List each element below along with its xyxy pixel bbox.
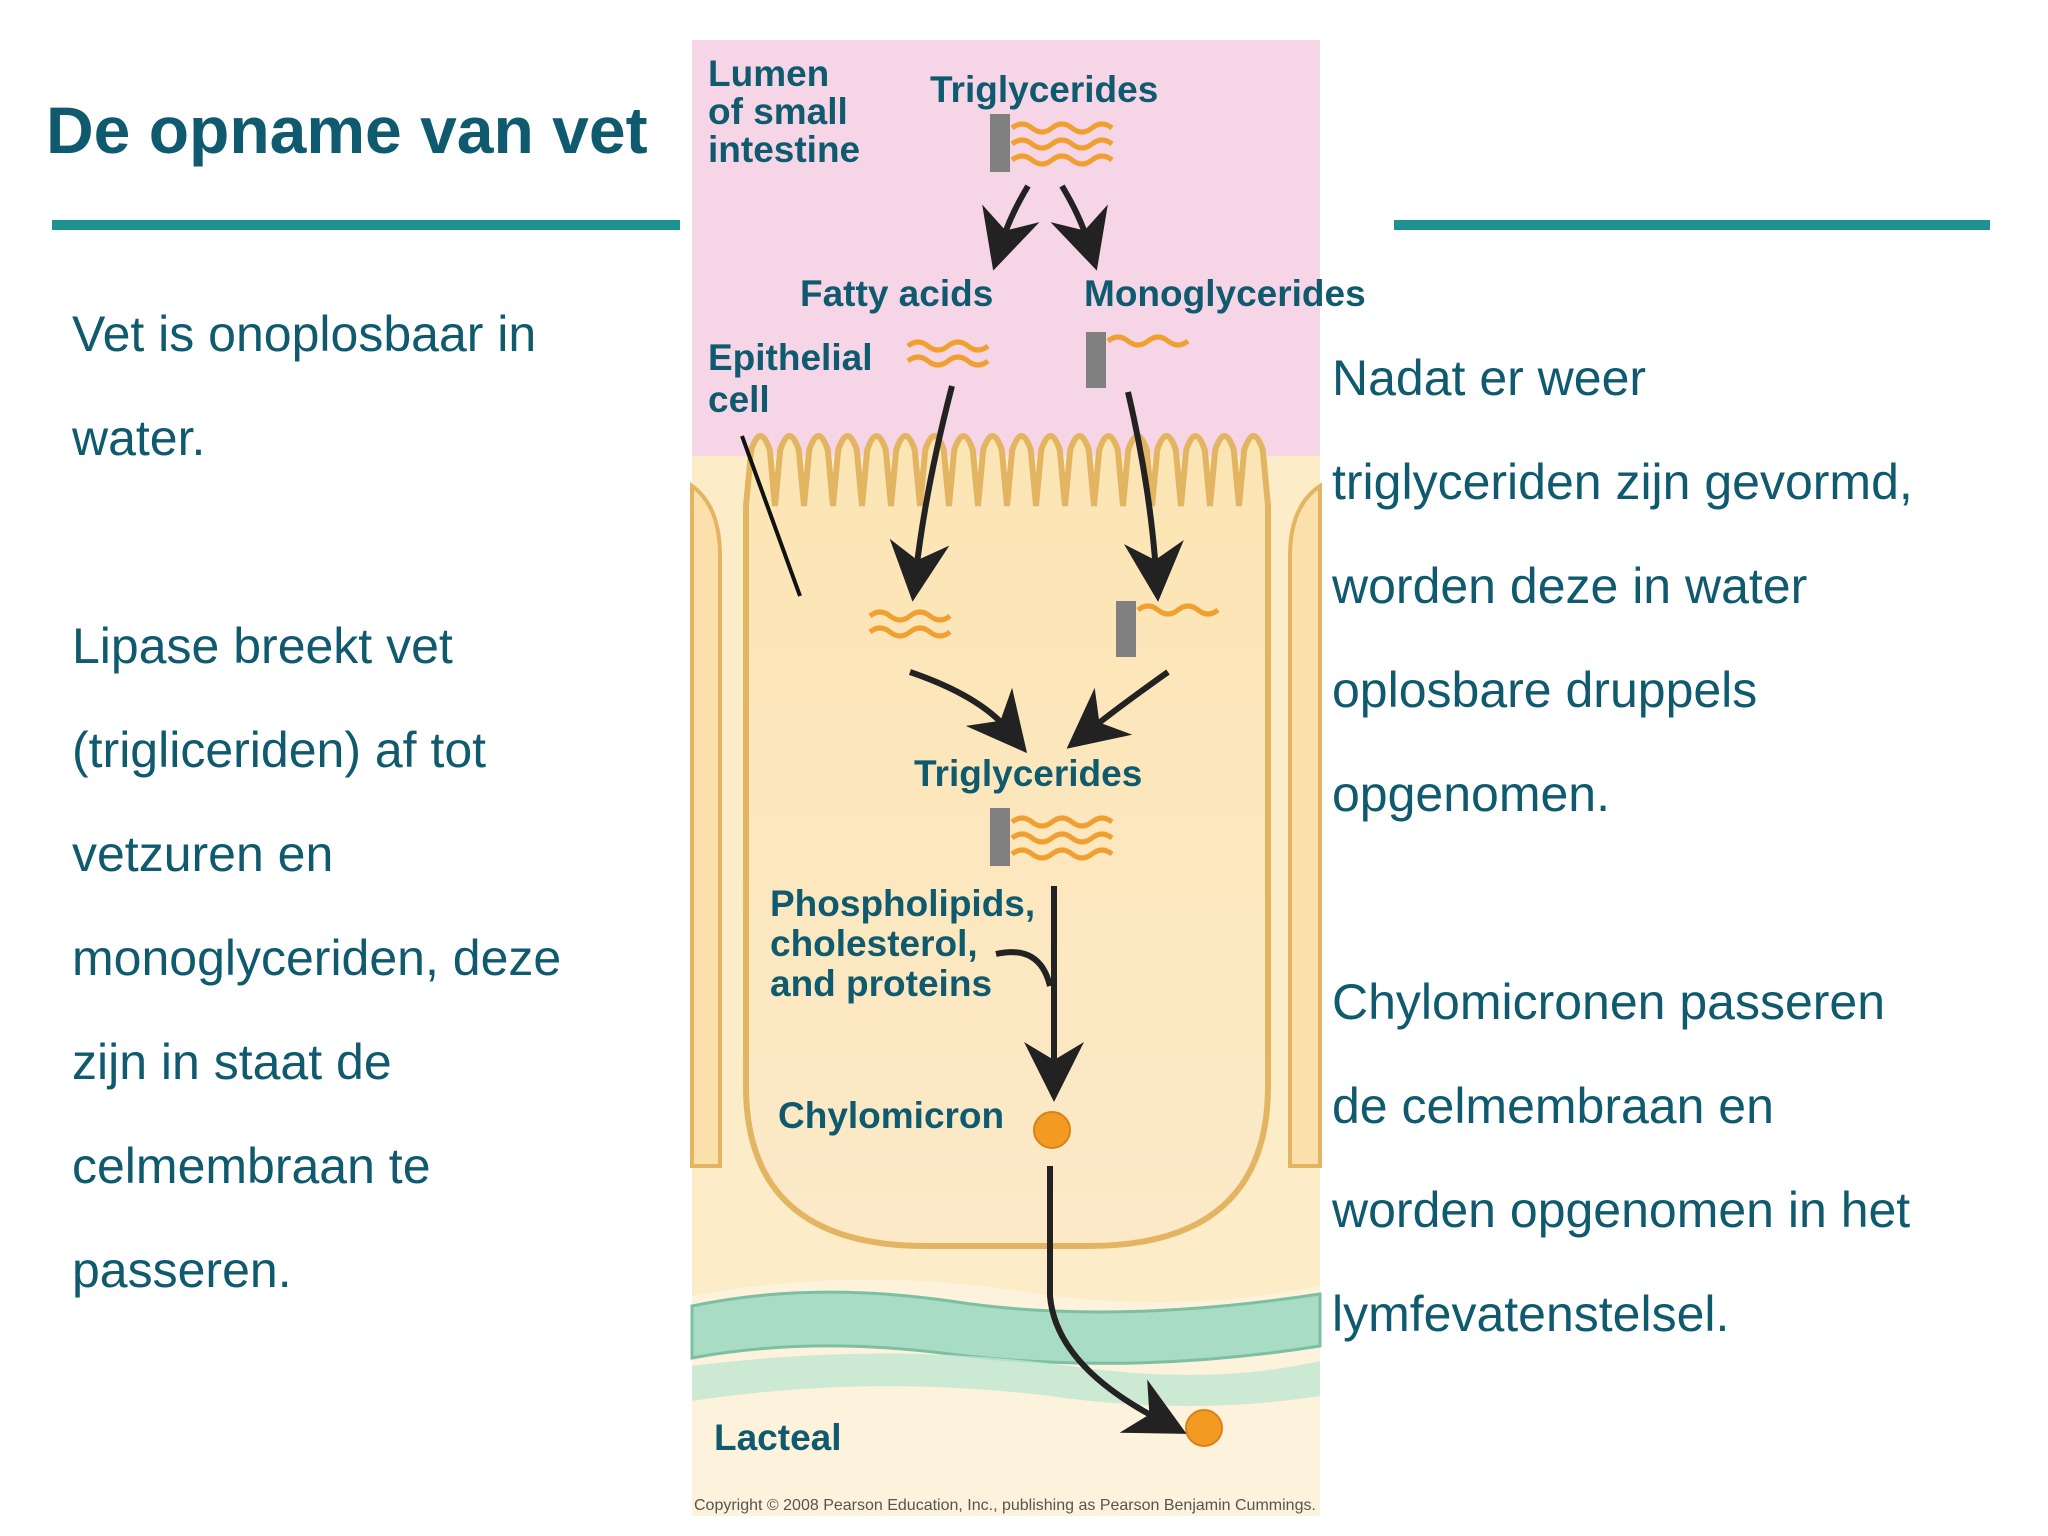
glycerol-head: [990, 808, 1010, 866]
left-paragraph-1: Vet is onoplosbaar in water.: [72, 282, 682, 490]
text-line: triglyceriden zijn gevormd,: [1332, 454, 1913, 510]
left-paragraph-2: Lipase breekt vet (trigliceriden) af tot…: [72, 594, 682, 1322]
label-phospholipids: Phospholipids, cholesterol, and proteins: [770, 883, 1045, 1004]
label-lumen: Lumen of small intestine: [708, 53, 860, 170]
text-line: opgenomen.: [1332, 766, 1611, 822]
lacteal-wall: [690, 1290, 1322, 1365]
fatty-acid-tail: [1010, 847, 1114, 861]
glycerol-head: [990, 114, 1010, 172]
label-line: intestine: [708, 129, 860, 170]
text-line: Chylomicronen passeren: [1332, 974, 1886, 1030]
fatty-acid-tail: [1010, 121, 1114, 135]
title-rule-right: [1394, 220, 1990, 230]
label-line: Phospholipids,: [770, 883, 1035, 924]
text-line: lymfevatenstelsel.: [1332, 1286, 1730, 1342]
arrow-group: [889, 184, 1187, 1434]
fatty-acid-tail: [868, 625, 952, 639]
fatty-acid-tail: [1010, 831, 1114, 845]
label-line: Lumen: [708, 53, 829, 94]
text-line: Vet is onoplosbaar in: [72, 306, 537, 362]
label-line: and proteins: [770, 963, 992, 1004]
label-line: cholesterol,: [770, 923, 978, 964]
arrow-phospholipids-merge: [995, 949, 1053, 987]
text-line: worden opgenomen in het: [1332, 1182, 1911, 1238]
label-monoglycerides: Monoglycerides: [1084, 273, 1366, 314]
text-line: de celmembraan en: [1332, 1078, 1774, 1134]
arrow-monoglycerides-into-cell: [1123, 391, 1184, 602]
arrow-monoglycerides-to-triglycerides: [1066, 669, 1170, 749]
monoglyceride-molecule-cell: [1116, 601, 1220, 657]
right-paragraph-2: Chylomicronen passeren de celmembraan en…: [1332, 950, 2032, 1366]
left-text-column: Vet is onoplosbaar in water. Lipase bree…: [72, 282, 682, 1322]
neighbour-cell-right: [1288, 482, 1322, 1168]
label-chylomicron: Chylomicron: [778, 1095, 1004, 1136]
text-line: monoglyceriden, deze: [72, 930, 562, 986]
label-line: cell: [708, 379, 770, 420]
text-line: water.: [72, 410, 206, 466]
arrow-chylomicron-to-lacteal: [1047, 1166, 1187, 1434]
epithelial-pointer-line: [740, 435, 802, 597]
copyright-notice: Copyright © 2008 Pearson Education, Inc.…: [694, 1497, 1316, 1514]
label-epithelial-cell: Epithelial cell: [708, 337, 883, 420]
fatty-acids-molecule-lumen: [906, 339, 990, 368]
triglyceride-molecule-top: [990, 114, 1114, 172]
right-paragraph-1: Nadat er weer triglyceriden zijn gevormd…: [1332, 326, 2032, 846]
glycerol-head: [1116, 601, 1136, 657]
fatty-acid-tail: [868, 609, 952, 623]
chylomicron-in-lacteal: [1185, 1409, 1223, 1447]
label-line: Epithelial: [708, 337, 872, 378]
text-line: Lipase breekt vet: [72, 618, 453, 674]
arrow-fatty-acids-to-triglycerides: [909, 669, 1028, 754]
chylomicron-in-cell: [1033, 1111, 1071, 1149]
fatty-acid-tail: [1010, 153, 1114, 167]
arrow-to-monoglycerides: [1050, 184, 1108, 271]
right-text-column: Nadat er weer triglyceriden zijn gevormd…: [1332, 326, 2032, 1366]
text-line: zijn in staat de: [72, 1034, 392, 1090]
fatty-acid-tail: [906, 339, 990, 353]
text-line: passeren.: [72, 1242, 292, 1298]
label-lacteal: Lacteal: [714, 1417, 842, 1458]
text-line: (trigliceriden) af tot: [72, 722, 487, 778]
triglyceride-molecule-cell: [990, 808, 1114, 866]
label-triglycerides-cell: Triglycerides: [914, 753, 1142, 794]
neighbour-cell-left: [690, 482, 722, 1168]
label-line: of small: [708, 91, 848, 132]
monoglyceride-molecule-lumen: [1086, 332, 1190, 388]
fatty-acids-molecule-cell: [868, 609, 952, 639]
text-line: celmembraan te: [72, 1138, 431, 1194]
label-fatty-acids: Fatty acids: [800, 273, 993, 314]
text-line: oplosbare druppels: [1332, 662, 1758, 718]
fat-absorption-diagram: Lumen of small intestine Triglycerides F…: [690, 40, 1366, 1516]
fatty-acid-tail: [1136, 603, 1220, 617]
label-triglycerides-top: Triglycerides: [930, 69, 1158, 110]
fatty-acid-tail: [1106, 334, 1190, 348]
arrow-fatty-acids-into-cell: [889, 385, 955, 602]
fatty-acid-tail: [1010, 137, 1114, 151]
fatty-acid-tail: [1010, 815, 1114, 829]
slide-title: De opname van vet: [46, 93, 648, 167]
text-line: vetzuren en: [72, 826, 334, 882]
title-rule-left: [52, 220, 680, 230]
arrow-to-fatty-acids: [982, 184, 1040, 271]
text-line: worden deze in water: [1332, 558, 1808, 614]
text-line: Nadat er weer: [1332, 350, 1647, 406]
glycerol-head: [1086, 332, 1106, 388]
fatty-acid-tail: [906, 354, 990, 368]
